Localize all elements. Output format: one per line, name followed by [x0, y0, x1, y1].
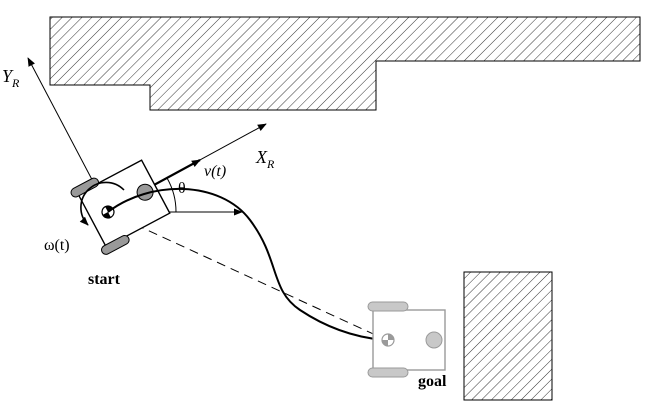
angular-velocity-arc: [79, 181, 125, 226]
start-label: start: [88, 271, 121, 288]
angular-velocity-label: ω(t): [44, 237, 70, 254]
top-obstacle: [49, 16, 641, 111]
x-axis-label: XR: [255, 147, 275, 171]
goal-label: goal: [418, 373, 447, 390]
theta-arc: [166, 177, 177, 213]
trajectory-path: [107, 188, 386, 343]
velocity-label: v(t): [204, 163, 226, 180]
goal-robot-wheel-bottom: [367, 367, 409, 378]
goal-robot: [367, 301, 446, 378]
goal-robot-caster: [425, 331, 443, 349]
goal-robot-wheel-top: [367, 301, 409, 312]
straight-line-start-goal: [107, 211, 383, 339]
start-robot: [70, 159, 171, 255]
right-obstacle: [463, 271, 553, 401]
start-robot-wheel-bottom: [101, 234, 130, 255]
start-robot-body: [77, 159, 171, 248]
y-axis-label: YR: [2, 66, 20, 90]
